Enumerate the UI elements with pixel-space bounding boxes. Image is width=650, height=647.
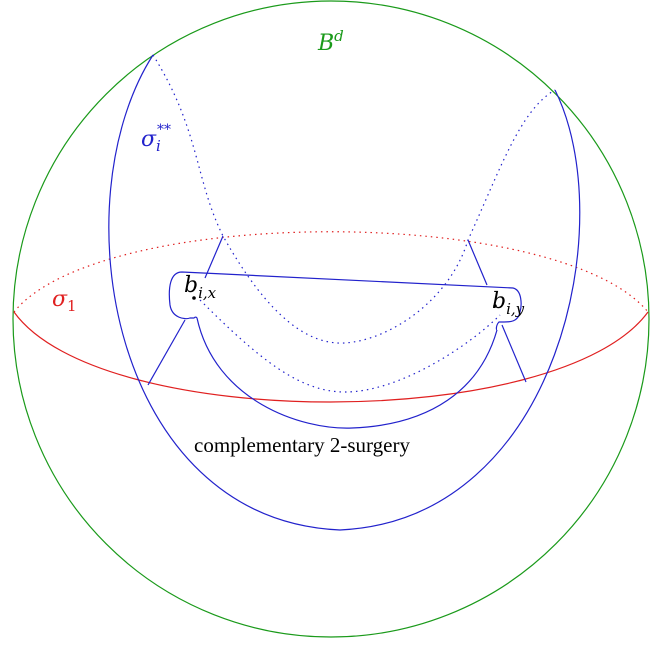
connector-top-right: [467, 239, 488, 286]
connector-top-left: [204, 235, 224, 279]
caption: complementary 2-surgery: [194, 433, 410, 457]
sigma-i-surface: [108, 54, 581, 531]
inner-u-curve: [196, 317, 498, 429]
label-ball: Bd: [317, 27, 344, 56]
ball-boundary: [12, 0, 650, 638]
sigma-one-front-arc: [13, 311, 649, 403]
connector-bottom-right: [501, 324, 527, 383]
surgery-band: [168, 271, 522, 331]
outer-u-curve: [108, 54, 581, 531]
middle-back-curve: [199, 299, 501, 393]
label-b-ix: bi,x: [184, 273, 217, 302]
point-b-iy: [493, 304, 497, 308]
point-b-ix: [192, 296, 196, 300]
label-sigma-one: σ1: [52, 287, 77, 315]
label-b-iy: bi,y: [492, 289, 525, 318]
connector-bottom-left: [147, 319, 186, 386]
label-sigma-i: σ**i: [141, 122, 171, 155]
